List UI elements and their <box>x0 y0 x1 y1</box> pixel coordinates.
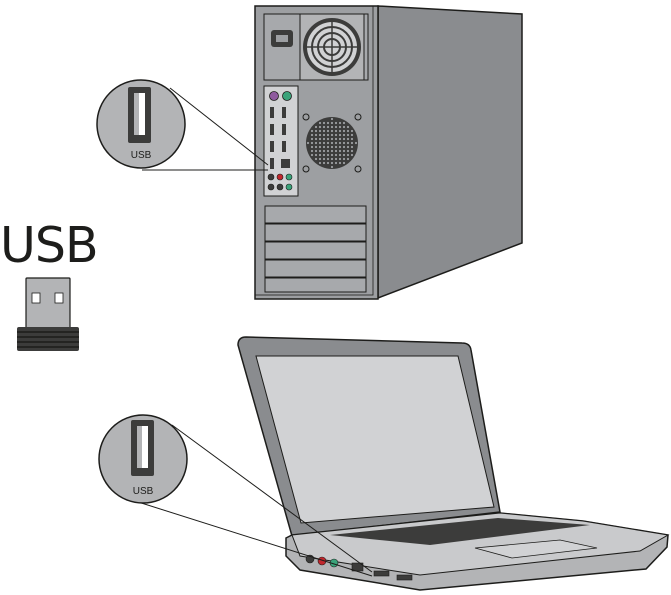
expansion-slots <box>264 205 367 293</box>
tower-side-panel <box>377 5 523 300</box>
audio-jacks-tower <box>267 173 293 191</box>
usb-dongle-title: USB <box>0 217 99 274</box>
desktop-tower <box>254 5 523 300</box>
fan-grille-holes <box>306 117 358 169</box>
laptop-touchpad <box>474 539 598 559</box>
usb-ports-tower <box>270 107 290 169</box>
laptop-callout-label: USB <box>133 486 154 497</box>
laptop-usb-callout: USB <box>98 414 188 504</box>
ps2-mouse-port <box>269 91 279 101</box>
laptop-screen <box>255 355 495 524</box>
laptop <box>237 336 670 591</box>
psu-fan-icon <box>299 13 365 81</box>
tower-usb-callout: USB <box>96 79 186 169</box>
laptop-usb-port-2 <box>396 574 413 581</box>
laptop-keyboard <box>330 518 590 545</box>
laptop-side-ports <box>305 554 413 581</box>
tower-callout-label: USB <box>131 150 152 161</box>
usb-dongle <box>17 277 79 351</box>
ps2-keyboard-port <box>282 91 292 101</box>
rear-fan-grille <box>302 113 362 173</box>
laptop-usb-port-1 <box>373 570 390 577</box>
